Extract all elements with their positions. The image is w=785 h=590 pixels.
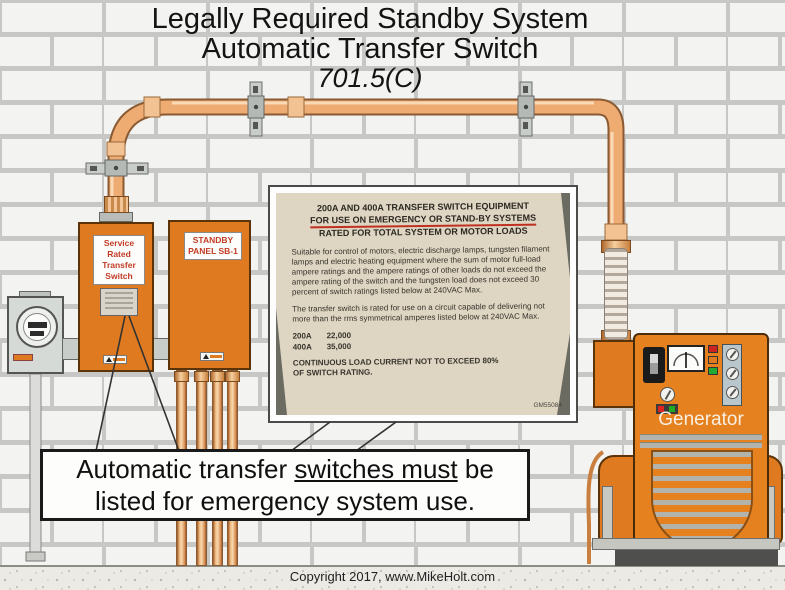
callout-underlined-text: switches must xyxy=(294,454,458,484)
generator-junction-box xyxy=(593,340,637,408)
copyright-text: Copyright 2017, www.MikeHolt.com xyxy=(289,569,496,584)
control-knob xyxy=(660,387,675,402)
indicator-light-amber xyxy=(708,356,718,364)
title-code: 701.5(C) xyxy=(317,63,423,93)
conduit-coupling xyxy=(604,223,628,241)
flexible-conduit xyxy=(604,248,628,340)
meter-dial-icon xyxy=(16,306,58,348)
standby-panel: STANDBY PANEL SB-1 xyxy=(168,220,251,370)
power-switch xyxy=(643,347,665,383)
title-line-2: Automatic Transfer Switch xyxy=(201,33,539,65)
conduit-coupling xyxy=(194,371,209,382)
conduit-clamp xyxy=(104,95,535,177)
generator-label: Generator xyxy=(658,409,744,430)
control-knob xyxy=(726,386,739,399)
listing-plate-callout: 200A AND 400A TRANSFER SWITCH EQUIPMENT … xyxy=(268,185,578,423)
callout-box: Automatic transfer switches must be list… xyxy=(40,449,530,521)
warning-label xyxy=(103,355,127,364)
listing-plate: 200A AND 400A TRANSFER SWITCH EQUIPMENT … xyxy=(276,193,570,415)
generator-gauge-icon xyxy=(667,345,705,372)
conduit-locknut xyxy=(104,196,129,213)
plate-heading-3: RATED FOR TOTAL SYSTEM OR MOTOR LOADS xyxy=(318,226,528,239)
plate-footer-2: OF SWITCH RATING. xyxy=(292,368,373,379)
vent-stripe xyxy=(640,434,762,440)
vent-stripe xyxy=(640,442,762,448)
electric-meter xyxy=(7,296,64,374)
conduit-coupling xyxy=(106,141,126,157)
generator-base-rail xyxy=(592,538,780,550)
plate-part-number: GM55084 xyxy=(533,402,562,409)
warning-label xyxy=(200,352,224,361)
page-title: Legally Required Standby System Automati… xyxy=(0,4,740,93)
control-knob xyxy=(726,348,739,361)
meter-warning-label xyxy=(13,354,33,361)
plate-paragraph-1: Suitable for control of motors, electric… xyxy=(291,244,550,297)
strut-support xyxy=(85,81,533,175)
title-line-1: Legally Required Standby System xyxy=(151,3,589,35)
conduit-coupling xyxy=(287,96,305,118)
standby-panel-label: STANDBY PANEL SB-1 xyxy=(184,232,242,261)
conduit-coupling xyxy=(210,371,225,382)
listing-nameplate xyxy=(100,288,138,316)
callout-line-2: listed for emergency system use. xyxy=(94,486,476,516)
status-lights xyxy=(656,404,678,414)
plate-paragraph-2: The transfer switch is rated for use on … xyxy=(292,301,545,324)
indicator-light-green xyxy=(708,367,718,375)
indicator-light-red xyxy=(708,345,718,353)
callout-line-1: Automatic transfer switches must be xyxy=(76,454,494,484)
generator-grille xyxy=(651,450,753,550)
control-knob xyxy=(726,367,739,380)
generator-base-plate xyxy=(615,550,778,566)
conduit-coupling xyxy=(225,371,240,382)
generator-leg xyxy=(602,486,613,546)
generator: Generator xyxy=(633,333,769,552)
conduit-coupling xyxy=(143,96,161,118)
conduit-coupling xyxy=(174,371,189,382)
hub-flange xyxy=(99,212,133,222)
control-knob-panel xyxy=(722,344,742,406)
transfer-switch-label: Service Rated Transfer Switch xyxy=(93,235,145,286)
